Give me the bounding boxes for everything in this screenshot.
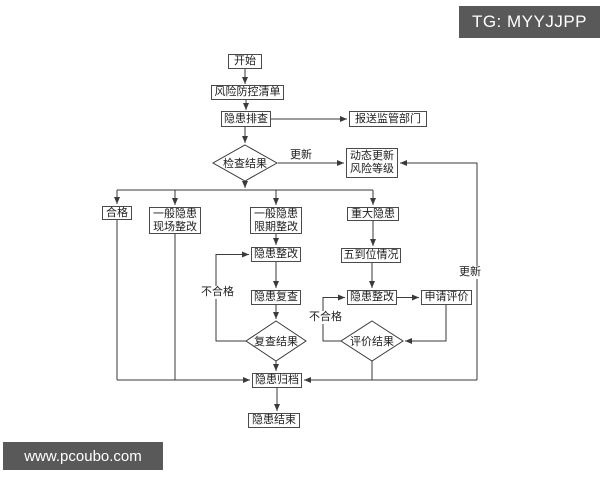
node-evaluation-result: 评价结果 <box>350 335 394 348</box>
node-recheck-result: 复查结果 <box>254 335 298 348</box>
node-qualified: 合格 <box>102 206 132 220</box>
edge-eval-result-to-archive <box>304 361 373 383</box>
diamond-evaluation-result <box>340 320 404 362</box>
node-general-hazard-deadline: 一般隐患限期整改 <box>250 207 302 234</box>
node-hazard-recheck: 隐患复查 <box>251 290 301 305</box>
diamond-check-result <box>211 144 279 182</box>
edge-label-update-top: 更新 <box>289 149 313 162</box>
edge-update-feedback-to-dynamic <box>400 160 478 380</box>
node-report-to-regulator: 报送监管部门 <box>349 111 427 127</box>
watermark-top-right: TG: MYYJJPP <box>459 6 600 38</box>
edge-label-update-right: 更新 <box>458 266 482 279</box>
node-risk-control-list: 风险防控清单 <box>211 85 284 100</box>
node-hazard-rectification-mid: 隐患整改 <box>251 247 301 262</box>
node-hazard-archive: 隐患归档 <box>252 373 302 388</box>
node-start: 开始 <box>228 54 262 69</box>
node-dynamic-update-risk-level: 动态更新风险等级 <box>346 148 398 178</box>
watermark-bottom-left: www.pcoubo.com <box>3 442 163 470</box>
node-five-in-place: 五到位情况 <box>341 248 401 263</box>
diamond-recheck-result <box>245 320 307 362</box>
node-major-hazard: 重大隐患 <box>347 207 399 221</box>
node-check-result: 检查结果 <box>223 157 267 170</box>
node-hazard-end: 隐患结束 <box>248 413 300 428</box>
edge-label-unqualified-left: 不合格 <box>200 286 235 299</box>
node-hazard-inspection: 隐患排查 <box>221 111 271 127</box>
edge-label-unqualified-right: 不合格 <box>308 311 343 324</box>
node-general-hazard-onsite: 一般隐患现场整改 <box>149 207 201 234</box>
node-hazard-rectification-right: 隐患整改 <box>347 290 397 305</box>
node-apply-evaluation: 申请评价 <box>421 290 472 305</box>
edge-apply-to-eval-result <box>405 305 447 344</box>
